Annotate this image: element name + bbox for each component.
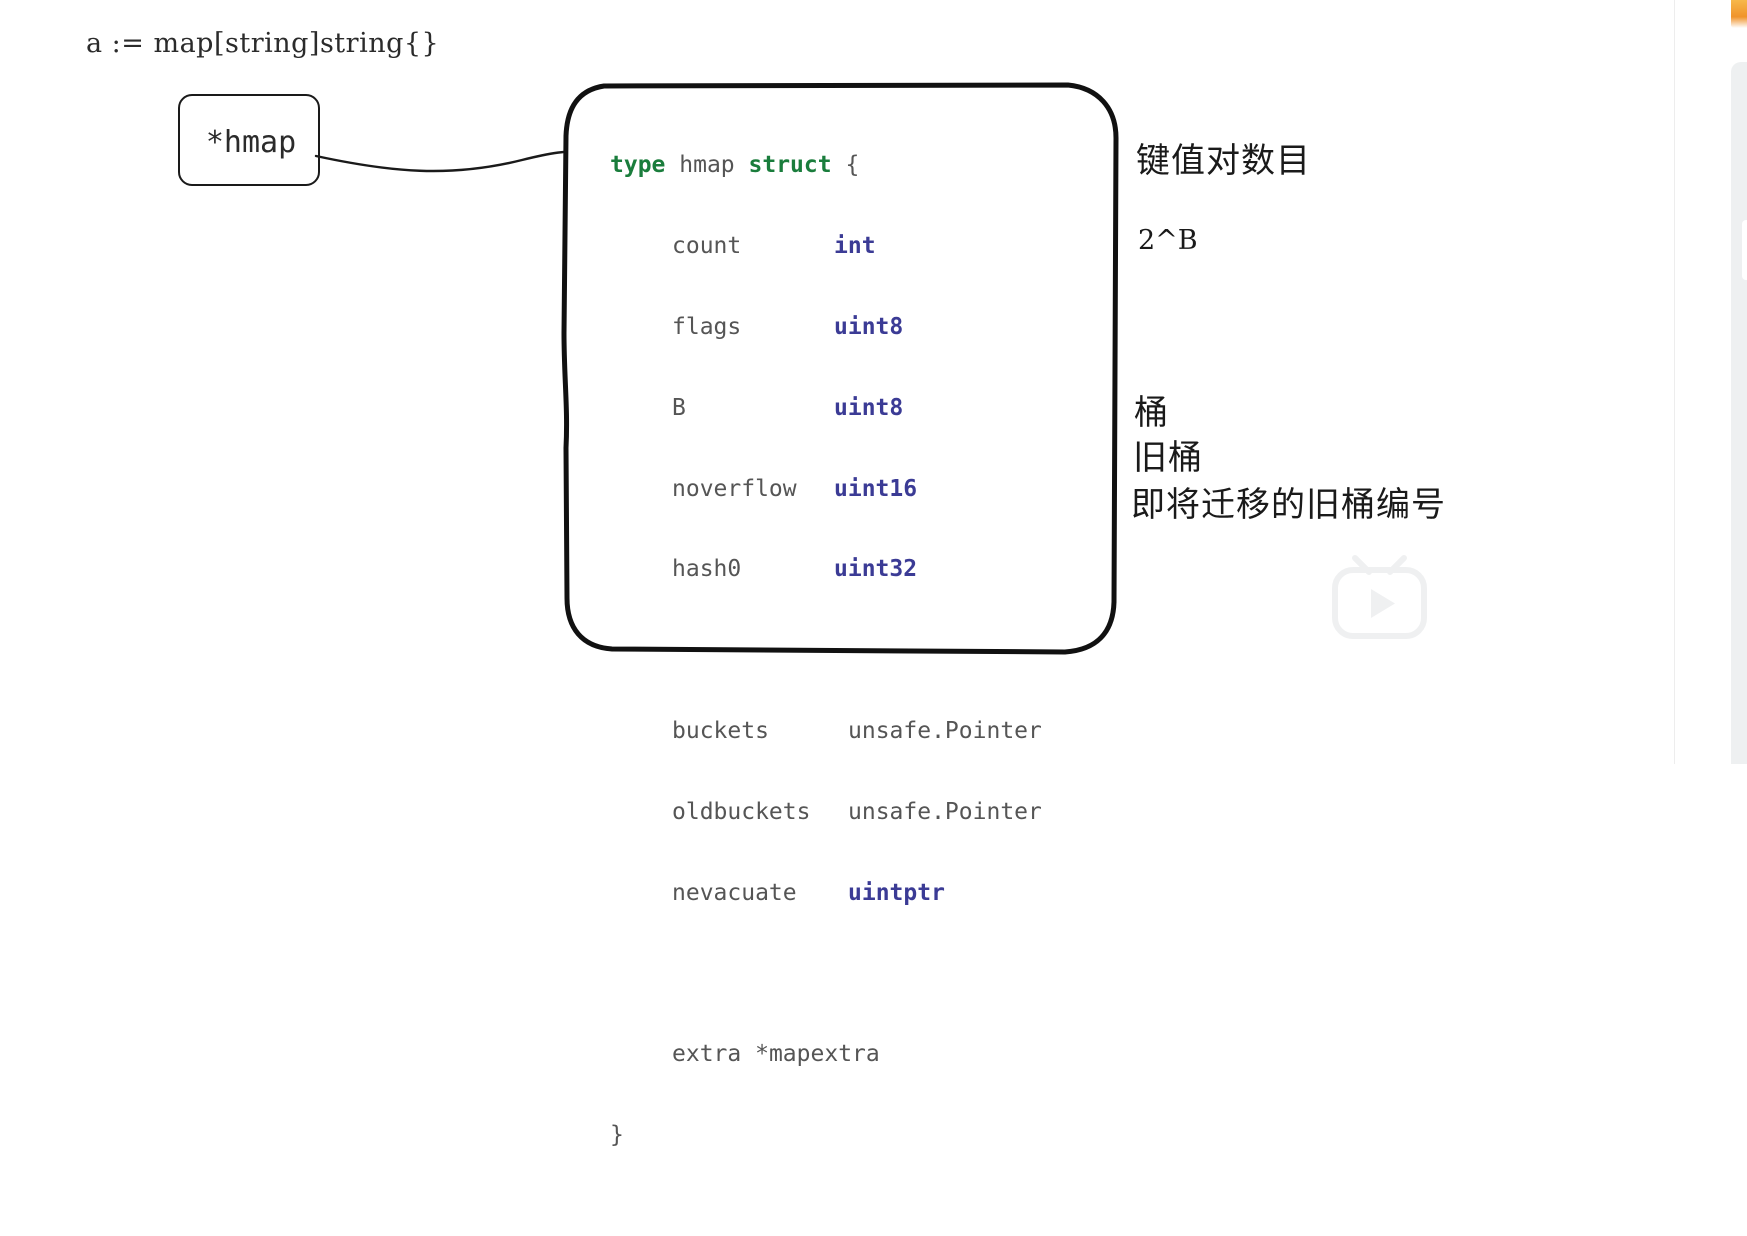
app-side-panel	[1731, 62, 1747, 764]
field-type-flags: uint8	[834, 314, 904, 340]
annotation-b: 2^B	[1138, 225, 1198, 256]
code-line-hash0: hash0 uint32	[610, 549, 1042, 589]
field-name-noverflow: noverflow	[672, 475, 797, 502]
annotation-oldbuckets: 旧桶	[1133, 438, 1203, 478]
whiteboard-canvas: a := map[string]string{} *hmap type hmap…	[86, 28, 1446, 1148]
tv-play-icon	[1332, 555, 1427, 639]
field-name-count: count	[672, 233, 742, 260]
code-line-close: }	[610, 1115, 1042, 1155]
annotation-nevacuate: 即将迁移的旧桶编号	[1131, 485, 1446, 525]
field-type-buckets: unsafe.Pointer	[848, 717, 1042, 744]
code-line-flags: flags uint8	[610, 307, 1042, 347]
field-type-hash0: uint32	[834, 556, 918, 583]
scrollbar-thumb[interactable]	[1742, 220, 1747, 280]
code-line-count: count int	[610, 226, 1042, 266]
field-type-b: uint8	[834, 394, 904, 421]
code-line-oldbuckets: oldbuckets unsafe.Pointer	[610, 792, 1042, 832]
field-name-oldbuckets: oldbuckets	[672, 798, 811, 825]
brand-accent-bar	[1731, 0, 1747, 28]
keyword-struct: struct	[748, 152, 832, 179]
hmap-pointer-box: *hmap	[178, 94, 320, 186]
field-name-b: B	[672, 394, 686, 421]
code-blank-line-2	[610, 953, 1042, 993]
field-type-extra: *mapextra	[755, 1041, 880, 1068]
annotation-count: 键值对数目	[1136, 141, 1311, 181]
field-type-oldbuckets: unsafe.Pointer	[848, 798, 1042, 825]
field-name-flags: flags	[672, 314, 742, 340]
brace-open: {	[845, 152, 860, 179]
code-line-nevacuate: nevacuate uintptr	[610, 873, 1042, 913]
map-declaration-text: a := map[string]string{}	[86, 28, 440, 59]
hmap-struct-code: type hmap struct { count int flags uint8 B…	[610, 105, 1042, 1236]
code-line-header: type hmap struct {	[610, 145, 1042, 185]
code-line-buckets: buckets unsafe.Pointer	[610, 711, 1042, 751]
annotation-buckets: 桶	[1134, 393, 1169, 433]
code-line-noverflow: noverflow uint16	[610, 469, 1042, 509]
field-name-extra: extra	[672, 1041, 742, 1068]
field-name-buckets: buckets	[672, 717, 769, 744]
hmap-struct-box	[560, 78, 1122, 656]
brace-close: }	[610, 1121, 624, 1148]
code-blank-line-1	[610, 630, 1042, 670]
field-type-nevacuate: uintptr	[848, 879, 945, 906]
code-line-extra: extra *mapextra	[610, 1034, 1042, 1074]
field-name-nevacuate: nevacuate	[672, 879, 797, 906]
struct-name: hmap	[679, 152, 735, 179]
field-name-hash0: hash0	[672, 556, 742, 583]
hmap-pointer-label: *hmap	[205, 124, 297, 160]
field-type-noverflow: uint16	[834, 475, 918, 502]
field-type-count: int	[834, 233, 876, 260]
keyword-type: type	[610, 152, 666, 179]
